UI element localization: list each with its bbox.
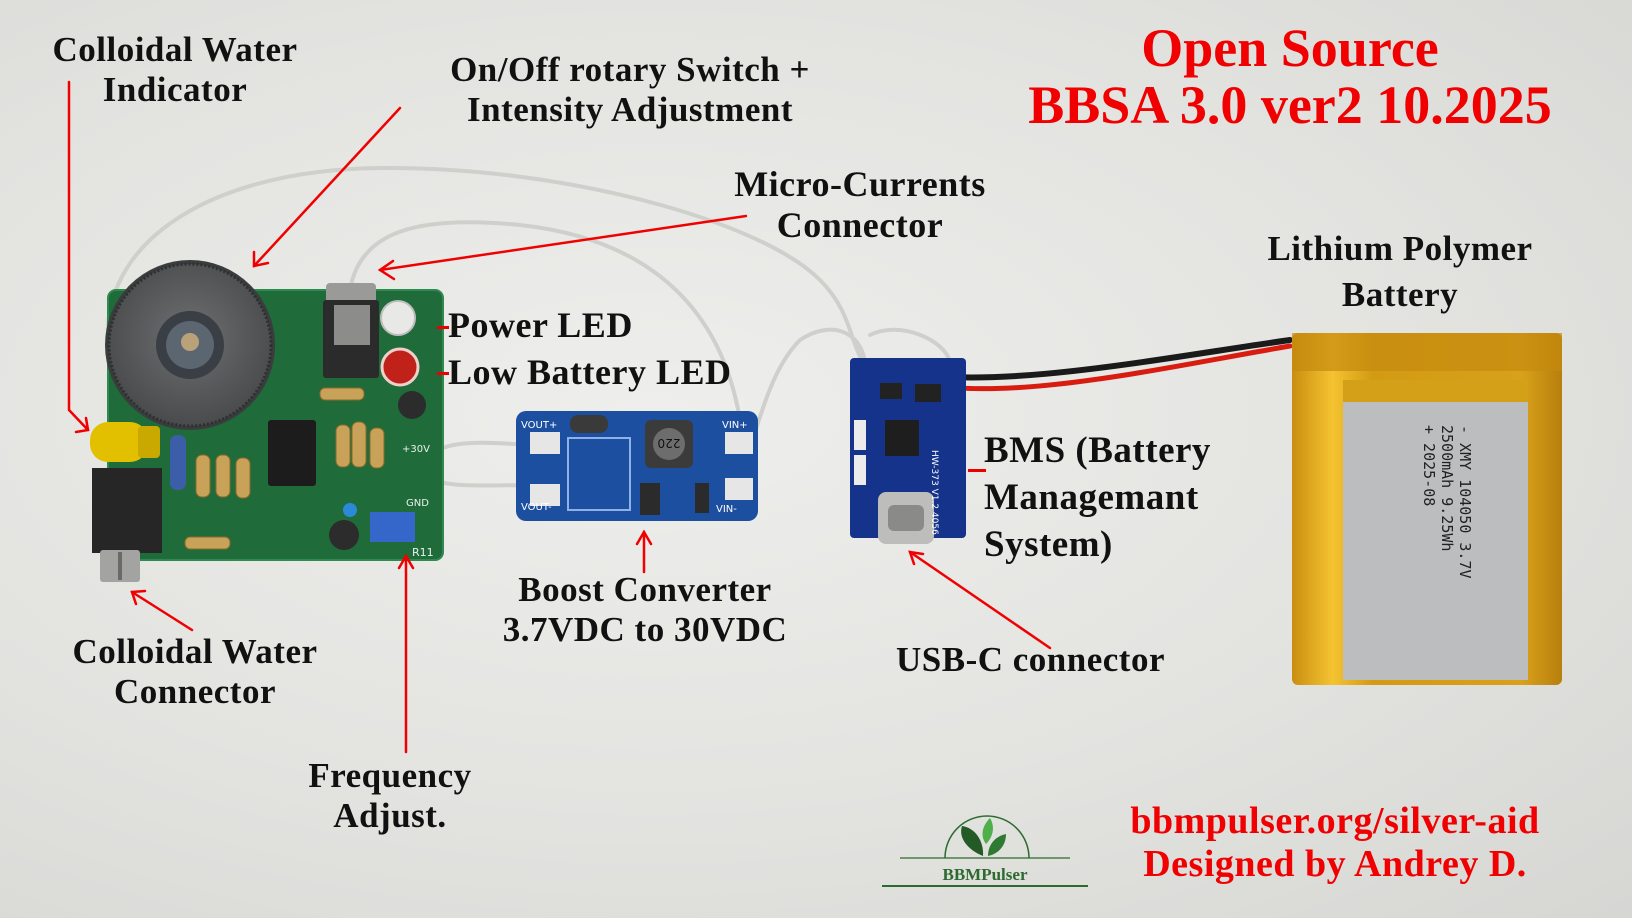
silk-vout-plus: VOUT+	[521, 420, 557, 431]
low-battery-led	[380, 347, 420, 387]
label-frequency-adjust: Frequency Adjust.	[308, 756, 472, 835]
annotation-arrows	[67, 80, 1052, 754]
resistors	[184, 387, 385, 550]
capacitor	[343, 503, 357, 517]
label-rotary-switch: On/Off rotary Switch + Intensity Adjustm…	[450, 50, 810, 129]
svg-text:- XMY 104050 3.7V: - XMY 104050 3.7V	[1456, 425, 1474, 579]
inductor-marking: 220	[658, 436, 681, 450]
pointer-power-led	[437, 326, 449, 329]
battery-print: - XMY 104050 3.7V 2500mAh 9.25Wh + 2025-…	[1420, 425, 1474, 579]
arrow-rotary-switch	[252, 106, 402, 268]
power-led	[380, 300, 416, 336]
lipo-battery: - XMY 104050 3.7V 2500mAh 9.25Wh + 2025-…	[1292, 333, 1562, 685]
title-line-2: BBSA 3.0 ver2 10.2025	[1028, 74, 1552, 135]
wire-long	[105, 165, 864, 362]
main-pcb: R11 +30V GND	[90, 260, 444, 582]
silk-gnd: GND	[406, 498, 429, 509]
silk-r11: R11	[412, 546, 434, 559]
wire-micro-currents	[348, 220, 742, 422]
colloidal-water-indicator-led	[90, 422, 160, 462]
boost-converter-pcb: 220 VOUT+ VOUT- VIN+ VIN-	[516, 411, 758, 521]
transistor-2	[398, 391, 426, 419]
wire-boost-vin-minus	[738, 327, 867, 482]
pointer-low-battery-led	[437, 372, 449, 375]
rotary-switch-knob	[105, 260, 275, 430]
ic-chip	[268, 420, 316, 486]
footer: bbmpulser.org/silver-aid Designed by And…	[1090, 800, 1580, 885]
frequency-trimmer	[370, 512, 415, 542]
footer-designer: Designed by Andrey D.	[1143, 842, 1527, 885]
label-low-battery-led: Low Battery LED	[448, 352, 732, 392]
arrow-micro-currents	[377, 214, 748, 281]
bms-pcb: HW-373 V1.2 4056	[850, 358, 966, 544]
blue-resistor	[170, 435, 186, 490]
colloidal-water-jack	[92, 468, 162, 582]
logo-text: BBMPulser	[943, 865, 1028, 884]
page-title: Open Source BBSA 3.0 ver2 10.2025	[970, 20, 1610, 133]
silk-vin-plus: VIN+	[722, 420, 748, 431]
label-colloidal-water-indicator: Colloidal Water Indicator	[52, 30, 298, 109]
title-line-1: Open Source	[1141, 18, 1439, 78]
label-colloidal-water-connector: Colloidal Water Connector	[72, 632, 318, 711]
label-usb-c-connector: USB-C connector	[896, 640, 1165, 679]
footer-url[interactable]: bbmpulser.org/silver-aid	[1130, 800, 1540, 842]
micro-currents-jack	[323, 283, 379, 378]
svg-text:2500mAh 9.25Wh: 2500mAh 9.25Wh	[1438, 425, 1456, 551]
svg-text:+ 2025-08: + 2025-08	[1420, 425, 1438, 506]
bbmpulser-logo: BBMPulser	[880, 800, 1090, 890]
wire-bms-out	[868, 327, 952, 364]
leaf-logo-icon: BBMPulser	[882, 815, 1088, 887]
silk-vout-minus: VOUT-	[521, 502, 552, 513]
label-lithium-polymer-battery: Lithium Polymer Battery	[1267, 229, 1533, 314]
silk-vin-minus: VIN-	[716, 504, 737, 515]
arrow-frequency	[397, 553, 415, 754]
arrow-colloidal-indicator	[67, 80, 90, 434]
arrow-boost-converter	[635, 529, 653, 574]
label-bms: BMS (Battery Managemant System)	[984, 430, 1211, 565]
transistor	[329, 520, 359, 550]
silk-30v: +30V	[402, 444, 430, 455]
label-power-led: Power LED	[448, 305, 633, 345]
label-micro-currents-connector: Micro-Currents Connector	[734, 164, 986, 245]
pointer-bms	[968, 469, 986, 472]
label-boost-converter: Boost Converter 3.7VDC to 30VDC	[502, 570, 788, 649]
bms-marking: HW-373 V1.2 4056	[929, 450, 939, 535]
arrow-colloidal-connector	[130, 589, 194, 632]
arrow-usb-c	[908, 550, 1052, 650]
